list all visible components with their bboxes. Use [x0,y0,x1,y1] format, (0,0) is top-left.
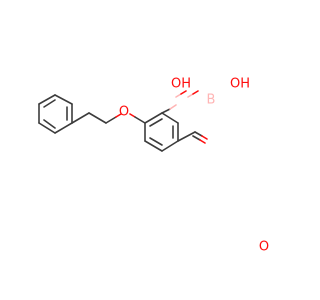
ch2-o-bond-dark [105,116,117,124]
o-ring-bond-red [129,113,136,118]
double-bond-inner [43,99,56,108]
oh-left-label: OH [171,77,191,92]
ch2-o-bond-red [115,113,122,118]
main-ring [144,112,179,152]
cho-bond-dark [194,131,203,137]
bond [144,140,163,152]
boron-label: B [207,93,216,108]
bond [38,122,56,134]
cho-double-bond-red [201,135,208,140]
b-oh-left-bond-pink [175,93,182,98]
bond [54,94,73,105]
chemical-structure: OH OH B O O [38,77,269,255]
benzyl-ring [38,94,73,134]
double-bond-inner [149,137,163,146]
b-oh-right-bond-pink [187,93,194,98]
cho-double-bond-red-2 [199,139,206,144]
b-oh-right-bond-red [192,90,199,95]
bond [54,122,73,134]
double-bond-inner [149,118,163,127]
bond [144,112,163,124]
o-ring-bond-dark [134,116,146,124]
double-bond-inner [43,119,56,129]
oh-right-label: OH [230,77,250,92]
benzyl-ch2-bond [71,112,90,124]
aldehyde-oxygen-label: O [259,240,269,255]
cho-double-bond-dark-2 [192,135,201,141]
ring-cho-bond [177,131,196,142]
bond [38,94,56,105]
ring-b-bond-dark [161,108,171,114]
bond [161,140,179,152]
ether-oxygen-label: O [119,105,129,120]
ch2-bond [88,112,107,124]
ring-b-bond-pink [169,104,177,110]
b-oh-left-bond-red [180,90,187,95]
bond [161,112,179,124]
